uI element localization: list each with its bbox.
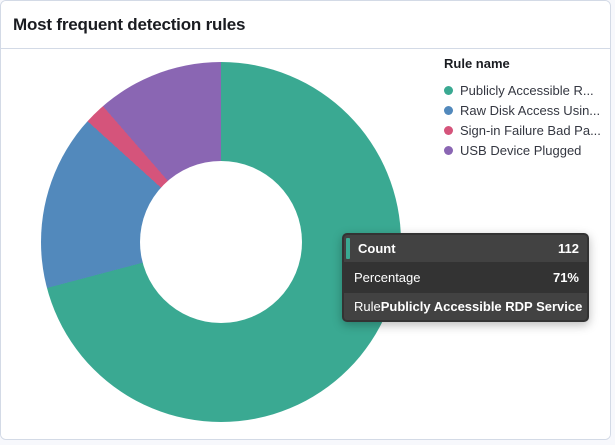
tooltip-series-color-bar	[346, 238, 350, 259]
donut-chart-area: Rule name Publicly Accessible R... Raw D…	[1, 49, 610, 439]
donut-hole	[140, 161, 302, 323]
tooltip-row-rule: Rule Publicly Accessible RDP Service	[344, 293, 587, 320]
donut-chart[interactable]	[41, 62, 401, 422]
panel-title: Most frequent detection rules	[13, 14, 246, 34]
legend-item-usb-device-plugged[interactable]: USB Device Plugged	[444, 140, 608, 160]
tooltip-row-value: 71%	[552, 270, 579, 285]
chart-legend: Rule name Publicly Accessible R... Raw D…	[444, 56, 608, 160]
legend-item-publicly-accessible[interactable]: Publicly Accessible R...	[444, 80, 608, 100]
legend-item-label: Sign-in Failure Bad Pa...	[460, 122, 601, 138]
tooltip-row-value: Publicly Accessible RDP Service	[380, 299, 583, 314]
panel-header: Most frequent detection rules	[1, 1, 610, 49]
legend-swatch-icon	[444, 145, 453, 155]
chart-tooltip: Count 112 Percentage 71% Rule Publicly A…	[342, 233, 589, 322]
legend-swatch-icon	[444, 105, 453, 115]
legend-item-signin-failure[interactable]: Sign-in Failure Bad Pa...	[444, 120, 608, 140]
legend-list: Publicly Accessible R... Raw Disk Access…	[444, 80, 608, 160]
legend-item-label: Raw Disk Access Usin...	[460, 102, 601, 118]
legend-title: Rule name	[444, 56, 510, 71]
legend-item-label: Publicly Accessible R...	[460, 82, 594, 98]
legend-item-label: USB Device Plugged	[460, 142, 582, 158]
tooltip-header-value: 112	[558, 241, 579, 256]
tooltip-row-label: Percentage	[354, 270, 421, 285]
legend-swatch-icon	[444, 125, 453, 135]
legend-swatch-icon	[444, 85, 453, 95]
tooltip-header: Count 112	[344, 235, 587, 262]
legend-item-raw-disk-access[interactable]: Raw Disk Access Usin...	[444, 100, 608, 120]
tooltip-row-label: Rule	[354, 299, 381, 314]
tooltip-header-label: Count	[358, 241, 396, 256]
tooltip-row-percentage: Percentage 71%	[344, 264, 587, 291]
